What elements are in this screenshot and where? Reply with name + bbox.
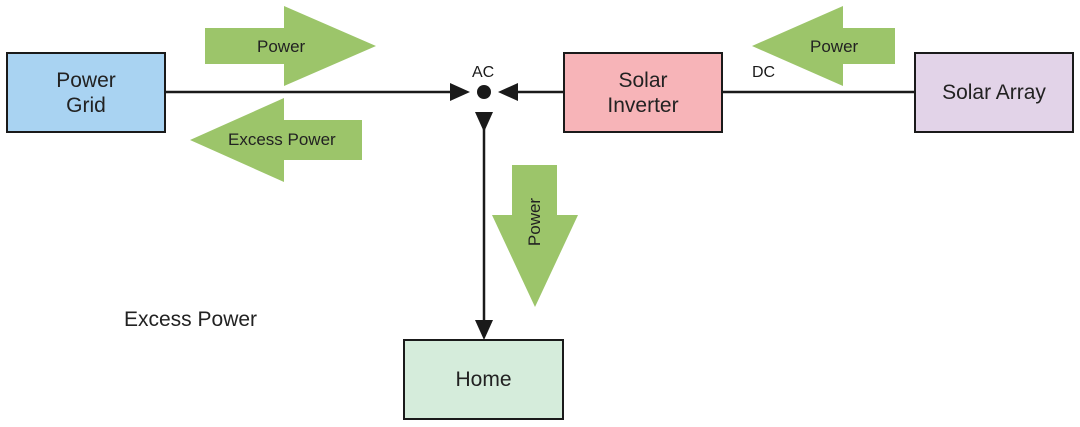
array-out-arrow-label: Power xyxy=(810,37,859,56)
power-grid-node: Power Grid xyxy=(6,52,166,133)
solar-inverter-label: Solar Inverter xyxy=(607,68,679,117)
arrowhead-into-junction-left xyxy=(450,83,470,101)
dc-label: DC xyxy=(752,64,776,81)
power-flow-arrow-to-home xyxy=(492,165,578,307)
grid-in-arrow-label: Power xyxy=(257,37,306,56)
solar-inverter-node: Solar Inverter xyxy=(563,52,723,133)
ac-label: AC xyxy=(472,64,495,81)
solar-array-node: Solar Array xyxy=(914,52,1074,133)
ac-junction-node xyxy=(477,85,491,99)
home-node: Home xyxy=(403,339,564,420)
power-flow-arrow-from-array xyxy=(752,6,895,86)
arrowhead-junction-down xyxy=(475,112,493,132)
home-label: Home xyxy=(455,368,512,391)
excess-power-caption: Excess Power xyxy=(124,308,258,331)
power-grid-label: Power Grid xyxy=(56,68,116,117)
grid-out-arrow-label: Excess Power xyxy=(228,130,336,149)
power-flow-arrow-to-grid xyxy=(205,6,376,86)
solar-array-label: Solar Array xyxy=(942,81,1046,104)
arrowhead-into-junction-right xyxy=(498,83,518,101)
excess-power-flow-arrow xyxy=(190,98,362,182)
home-in-arrow-label: Power xyxy=(525,197,544,247)
arrowhead-into-home xyxy=(475,320,493,340)
